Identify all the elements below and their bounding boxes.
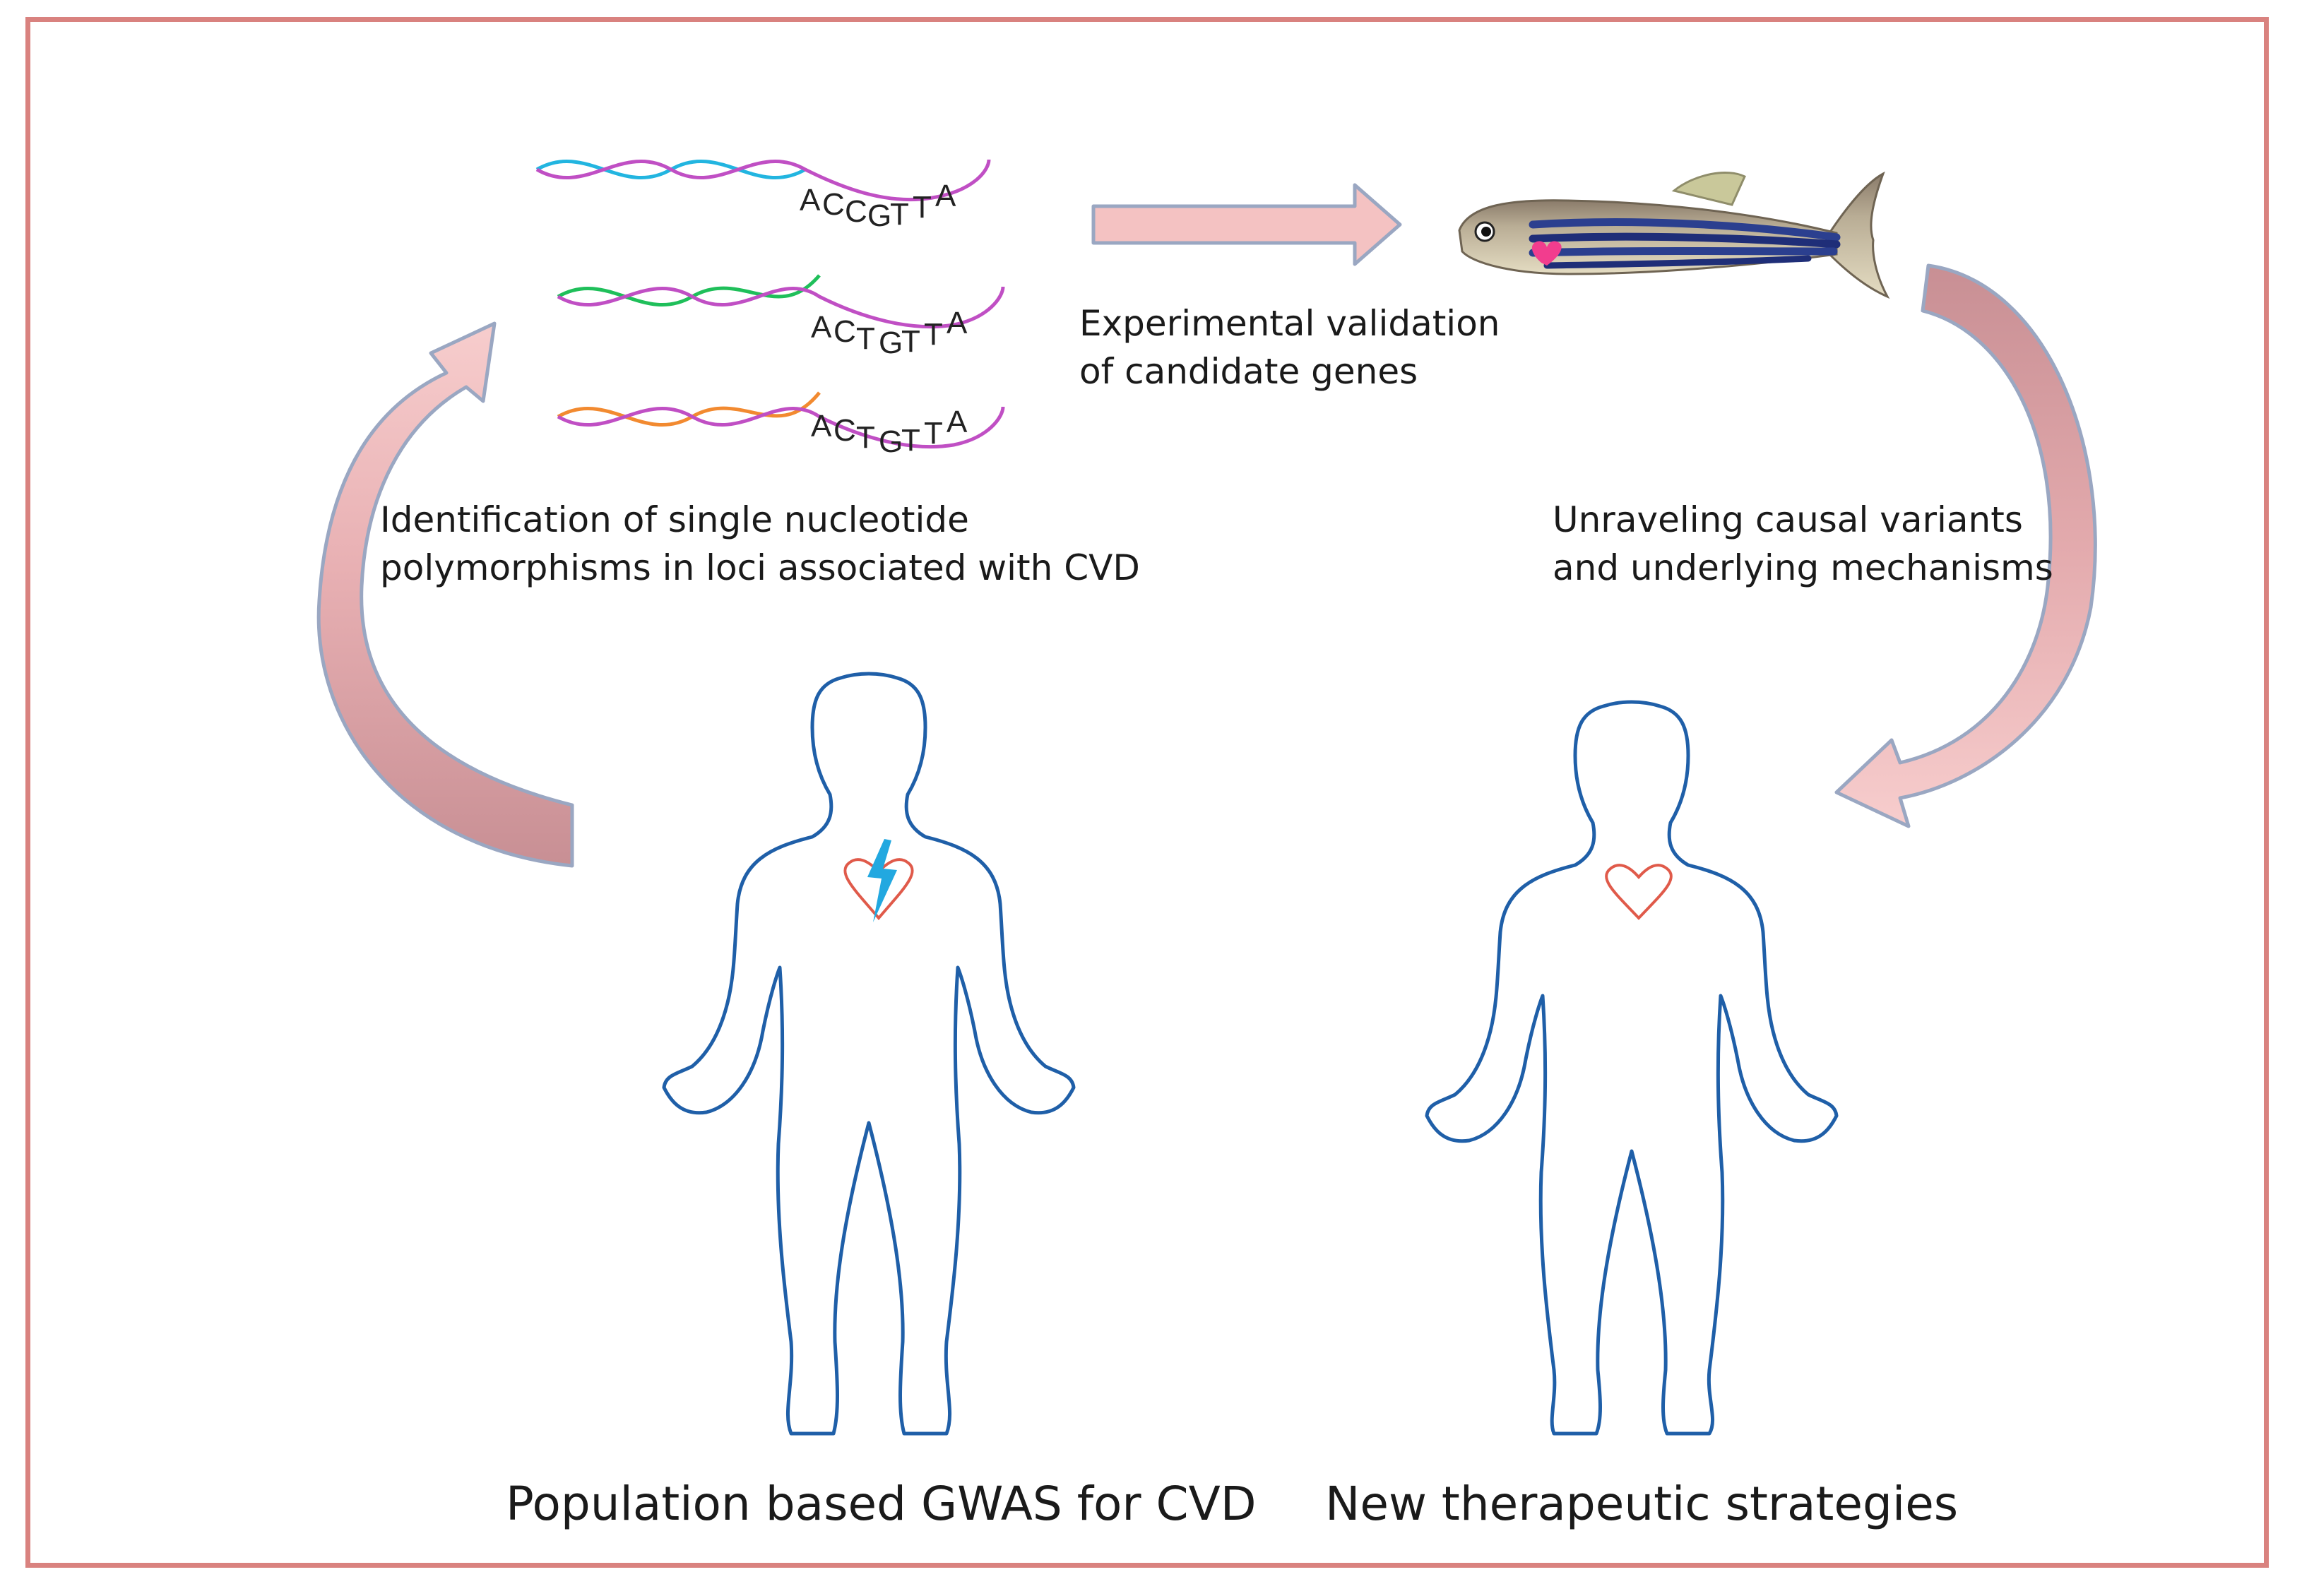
dna-base-2-4: G xyxy=(879,326,903,360)
human-outline xyxy=(662,672,1076,1436)
arrow-to-zebrafish xyxy=(1091,183,1402,266)
human-outline xyxy=(1425,700,1839,1436)
dna-base-2-1: A xyxy=(811,310,832,345)
dna-base-1-4: G xyxy=(867,198,891,233)
dna-base-2-5: T xyxy=(901,324,920,359)
human-figure-healthy xyxy=(1425,700,1839,1436)
dna-base-1-5: T xyxy=(890,197,909,232)
dna-strand xyxy=(557,406,1005,449)
dna-base-2-6: T xyxy=(924,317,943,352)
lightning-icon xyxy=(867,839,897,922)
heart-icon xyxy=(1605,864,1673,920)
dna-base-3-3: T xyxy=(856,420,875,455)
dna-base-1-1: A xyxy=(800,183,821,218)
label-unraveling-line1: Unraveling causal variants xyxy=(1553,499,2023,540)
zebrafish-stripes xyxy=(1529,218,1841,269)
zebrafish-dorsal-fin xyxy=(1671,172,1746,206)
dna-base-1-2: C xyxy=(822,187,845,222)
dna-sequence-1 xyxy=(535,159,991,202)
label-new-therapeutic-strategies: New therapeutic strategies xyxy=(1325,1477,1959,1531)
label-experimental-validation-line1: Experimental validation xyxy=(1079,303,1500,344)
dna-base-3-1: A xyxy=(811,409,832,443)
zebrafish-tail xyxy=(1828,171,1890,299)
dna-strand xyxy=(535,159,991,202)
zebrafish xyxy=(1458,171,1890,299)
label-population-gwas: Population based GWAS for CVD xyxy=(506,1477,1257,1531)
zebrafish-heart xyxy=(1531,241,1562,266)
human-figure-disease xyxy=(662,672,1076,1436)
label-identification-line1: Identification of single nucleotide xyxy=(380,499,969,540)
curved-arrow-left xyxy=(316,321,574,868)
dna-base-2-2: C xyxy=(833,314,856,349)
dna-base-3-5: T xyxy=(901,423,920,458)
curved-arrow-right xyxy=(1834,263,2097,828)
figure-frame xyxy=(25,17,2269,1568)
dna-strand xyxy=(557,286,1005,329)
dna-sequence-3 xyxy=(557,391,1005,449)
dna-base-2-7: A xyxy=(947,306,968,340)
dna-base-1-6: T xyxy=(913,190,932,225)
dna-base-3-7: A xyxy=(947,405,968,439)
label-experimental-validation-line2: of candidate genes xyxy=(1079,351,1418,392)
dna-base-1-7: A xyxy=(935,179,956,213)
dna-base-1-3: C xyxy=(845,194,867,229)
dna-base-3-4: G xyxy=(879,424,903,459)
dna-base-2-3: T xyxy=(856,321,875,356)
label-unraveling-line2: and underlying mechanisms xyxy=(1553,547,2053,588)
dna-base-3-2: C xyxy=(833,413,856,448)
dna-sequence-2 xyxy=(557,274,1005,329)
zebrafish-pupil xyxy=(1481,227,1491,237)
dna-base-3-6: T xyxy=(924,416,943,451)
label-identification-line2: polymorphisms in loci associated with CV… xyxy=(380,547,1140,588)
